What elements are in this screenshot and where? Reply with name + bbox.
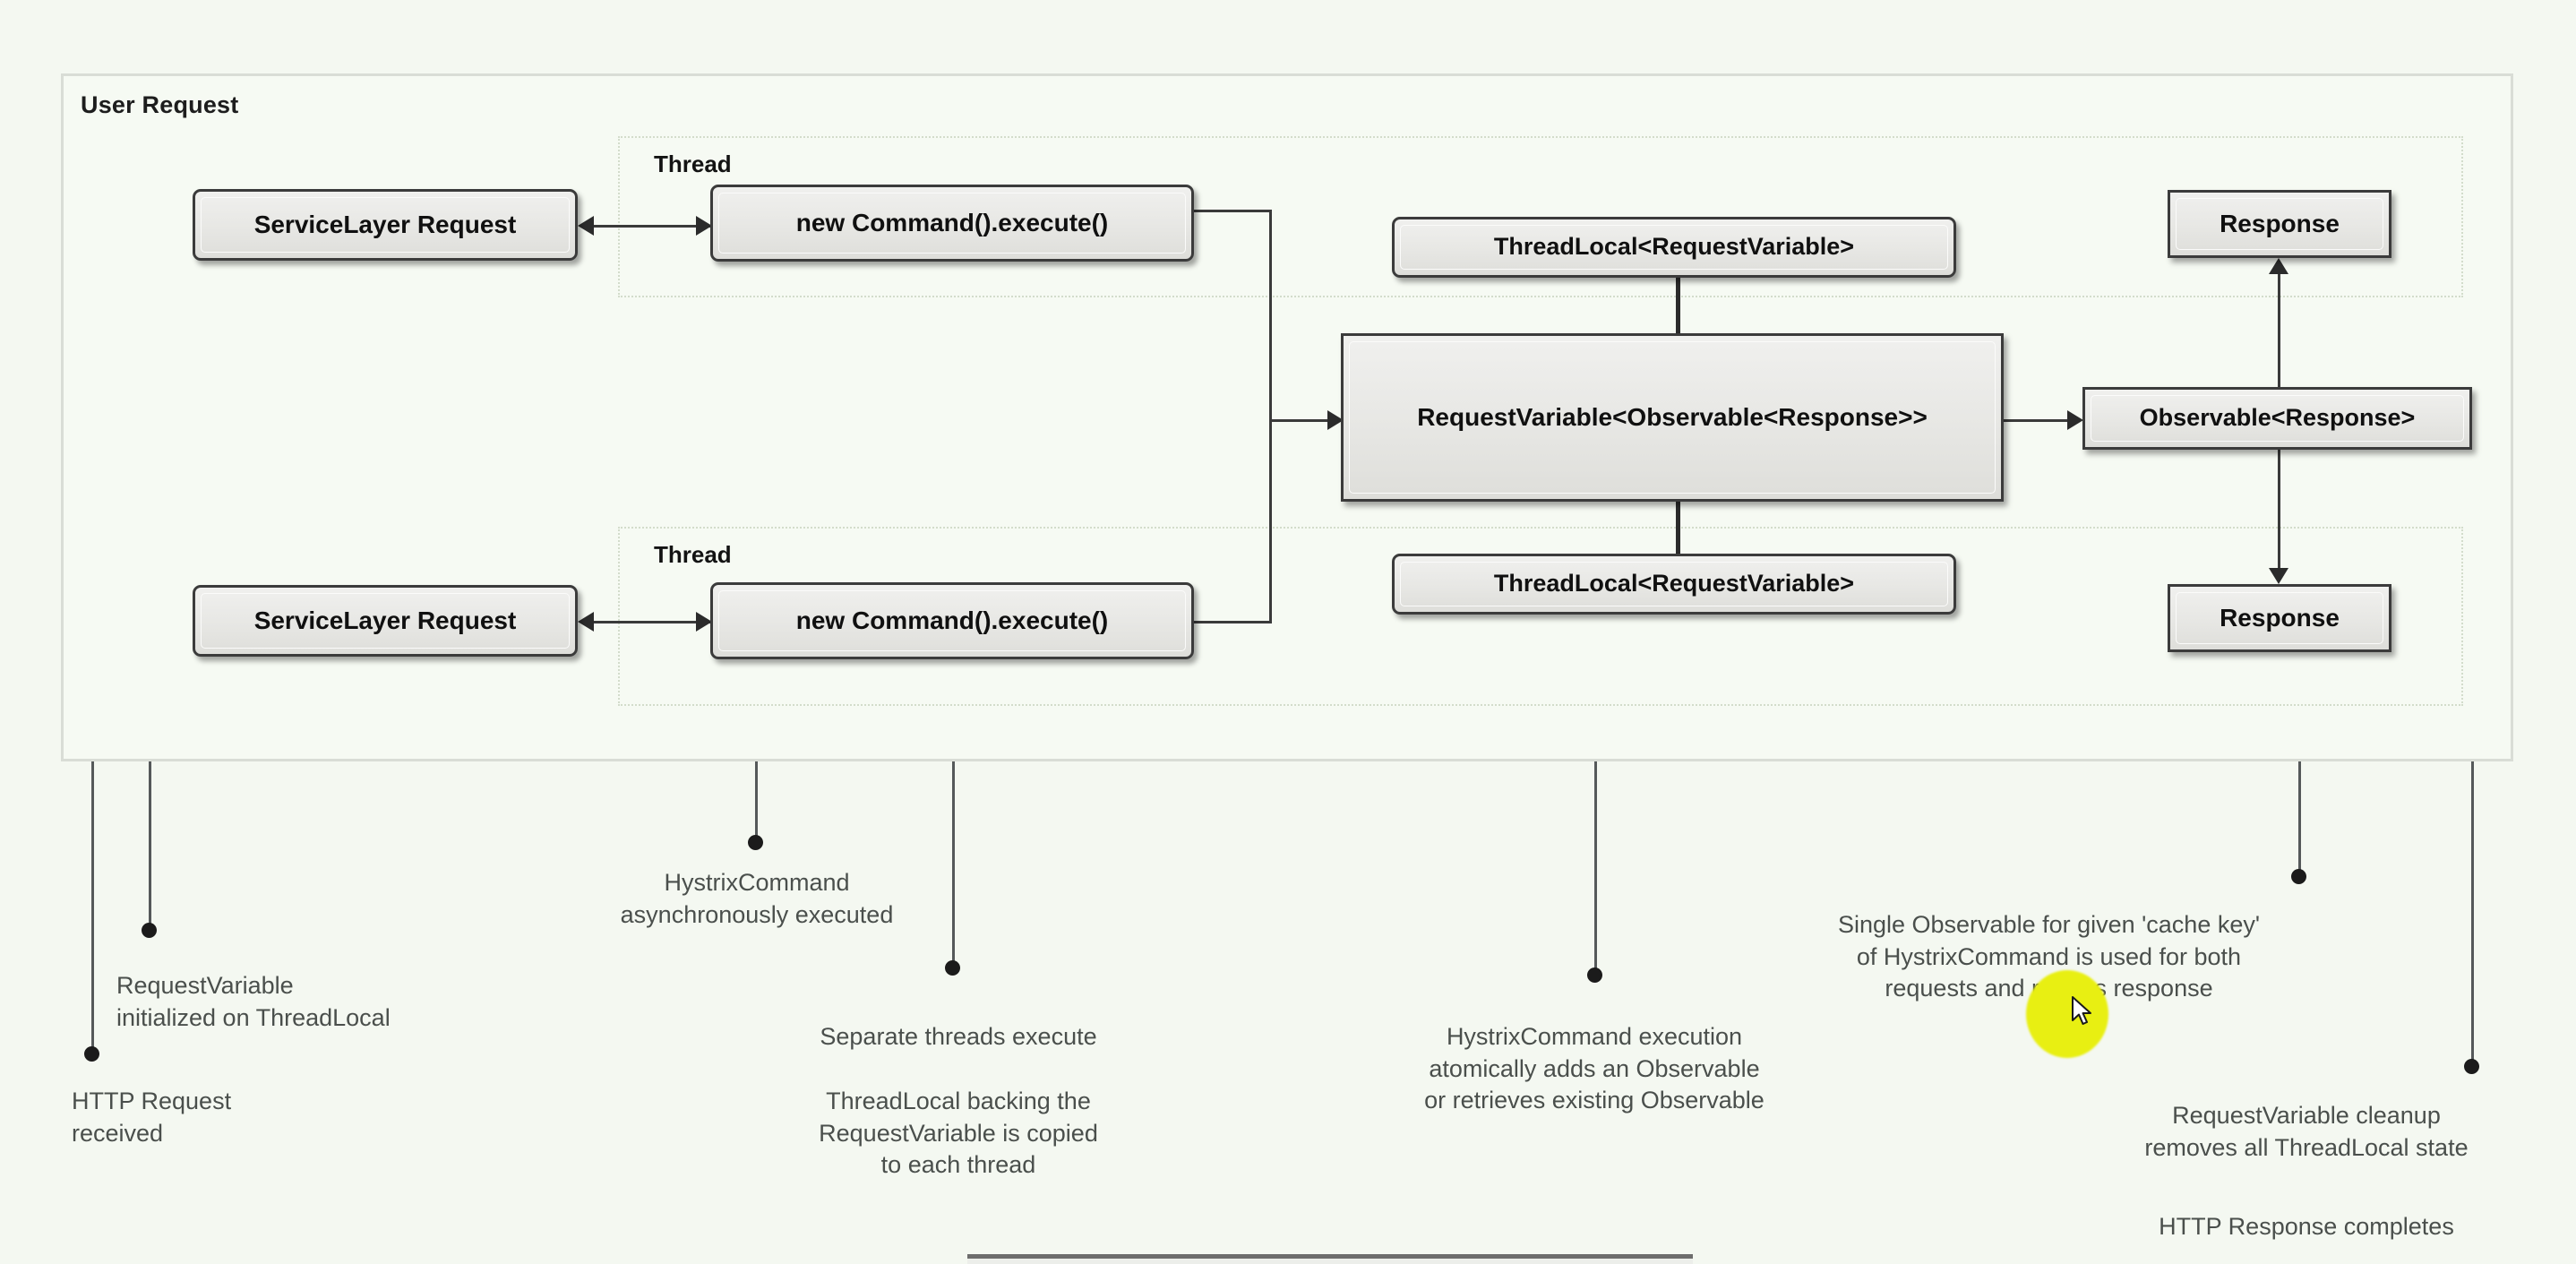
leader-requestvariable-cleanup — [2471, 761, 2474, 1066]
connector-requestvariable-to-observable — [1999, 419, 2075, 422]
arrow-right-command-bottom — [696, 612, 712, 632]
arrow-response-top-in — [2269, 258, 2288, 274]
connector-service-command-bottom — [591, 621, 712, 623]
leader-dot-hystrix-async — [748, 835, 763, 850]
node-command-execute-bottom[interactable]: new Command().execute() — [710, 582, 1194, 659]
leader-dot-http-request — [84, 1046, 99, 1062]
annotation-threadlocal-backing-copied: ThreadLocal backing the RequestVariable … — [819, 1088, 1098, 1179]
node-servicelayer-request-bottom[interactable]: ServiceLayer Request — [193, 585, 578, 657]
node-response-top[interactable]: Response — [2168, 190, 2391, 258]
annotation-hystrix-execution-atomic: HystrixCommand execution atomically adds… — [1424, 1023, 1765, 1114]
node-observable-response[interactable]: Observable<Response> — [2082, 387, 2472, 450]
connector-command-bus — [1269, 210, 1272, 623]
connector-service-command-top — [591, 225, 712, 228]
annotation-single-observable-cache-key: Single Observable for given 'cache key' … — [1837, 911, 2261, 1002]
annotation-request-variable-cleanup: RequestVariable cleanup removes all Thre… — [2144, 1102, 2469, 1161]
node-threadlocal-top[interactable]: ThreadLocal<RequestVariable> — [1392, 217, 1956, 278]
leader-dot-requestvariable-cleanup — [2464, 1059, 2479, 1074]
annotation-hystrix-async-executed: HystrixCommand asynchronously executed — [620, 869, 894, 928]
arrow-right-command-top — [696, 216, 712, 236]
thread-lane-top — [618, 136, 2463, 297]
connector-threadlocal-top-to-requestvariable — [1676, 276, 1680, 337]
arrow-observable-in — [2067, 410, 2083, 430]
leader-dot-requestvariable-init — [142, 923, 157, 938]
arrow-left-service-bottom — [578, 612, 594, 632]
annotation-separate-threads-execute: Separate threads execute — [820, 1023, 1097, 1050]
node-threadlocal-bottom[interactable]: ThreadLocal<RequestVariable> — [1392, 554, 1956, 615]
leader-hystrix-execution — [1594, 761, 1597, 975]
connector-observable-to-response-bottom — [2278, 446, 2280, 573]
leader-separate-threads — [952, 761, 955, 967]
connector-bus-to-requestvariable — [1269, 419, 1336, 422]
arrow-requestvariable-in — [1327, 410, 1344, 430]
thread-lane-bottom — [618, 527, 2463, 706]
connector-command-bottom-stub — [1191, 621, 1272, 623]
connector-command-top-stub — [1191, 210, 1272, 212]
thread-lane-top-label: Thread — [654, 150, 732, 177]
annotation-request-variable-initialized: RequestVariable initialized on ThreadLoc… — [116, 972, 391, 1031]
cursor-highlight-blob — [2026, 970, 2108, 1058]
node-servicelayer-request-top[interactable]: ServiceLayer Request — [193, 189, 578, 261]
leader-requestvariable-init — [149, 761, 151, 930]
arrow-response-bottom-in — [2269, 568, 2288, 584]
node-command-execute-top[interactable]: new Command().execute() — [710, 185, 1194, 262]
leader-dot-hystrix-execution — [1587, 967, 1602, 983]
leader-http-request — [91, 761, 94, 1053]
mouse-pointer-icon — [2072, 996, 2091, 1025]
annotation-http-request-received: HTTP Request received — [72, 1088, 232, 1147]
leader-dot-single-observable — [2291, 869, 2306, 884]
node-response-bottom[interactable]: Response — [2168, 584, 2391, 652]
connector-requestvariable-to-threadlocal-bottom — [1676, 500, 1680, 561]
user-request-title: User Request — [81, 91, 239, 118]
thread-lane-bottom-label: Thread — [654, 541, 732, 568]
leader-single-observable — [2298, 761, 2301, 876]
annotation-http-response-completes: HTTP Response completes — [2159, 1213, 2454, 1240]
leader-dot-separate-threads — [945, 960, 960, 976]
arrow-left-service-top — [578, 216, 594, 236]
connector-observable-to-response-top — [2278, 269, 2280, 399]
node-request-variable[interactable]: RequestVariable<Observable<Response>> — [1341, 333, 2004, 502]
leader-hystrix-async — [755, 761, 758, 842]
